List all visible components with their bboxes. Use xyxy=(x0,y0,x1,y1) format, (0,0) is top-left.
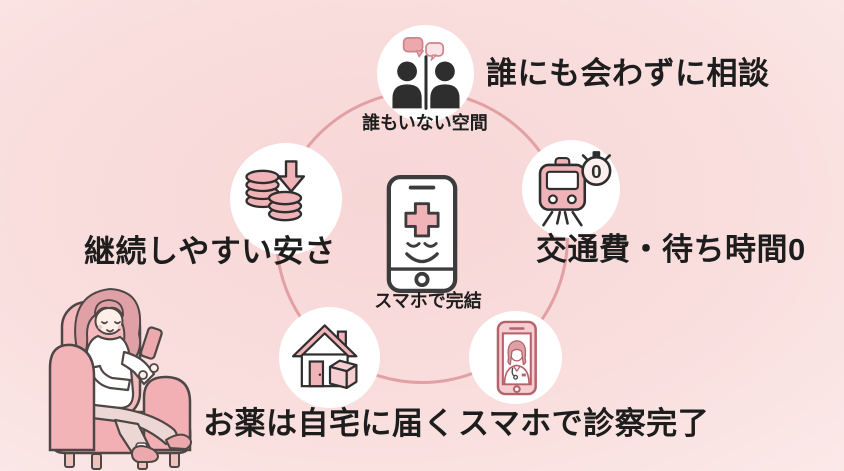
smartphone-in-hand xyxy=(139,326,163,360)
node-private-space xyxy=(377,25,474,122)
speech-bubble-right xyxy=(424,41,444,61)
caption-smartphone-complete: スマホで完結 xyxy=(374,291,482,311)
blush-right xyxy=(118,325,122,329)
stopwatch: 0 xyxy=(581,151,612,186)
node-no-transport-cost: 0 xyxy=(522,140,620,238)
coins-arrow-down-icon xyxy=(245,160,306,222)
woman-fringe xyxy=(94,299,124,317)
train-stopwatch-icon: 0 xyxy=(538,151,612,227)
smiley-face xyxy=(405,242,439,264)
roof xyxy=(291,323,357,357)
node-phone-exam xyxy=(469,311,562,404)
door xyxy=(308,359,324,387)
label-affordable-continuity: 継続しやすい安さ xyxy=(84,234,336,269)
woman-relaxing-armchair-phone-illustration xyxy=(48,288,192,470)
woman-face-features xyxy=(101,321,121,333)
stopwatch-zero: 0 xyxy=(591,162,602,183)
node-medicine-delivery xyxy=(279,307,380,408)
label-exam-via-smartphone: スマホで診察完了 xyxy=(458,406,710,441)
woman-face xyxy=(94,307,124,335)
slipper-down xyxy=(131,445,159,463)
train-rails xyxy=(542,210,583,227)
house-package-icon xyxy=(291,323,357,389)
train-front xyxy=(538,156,587,227)
medical-cross xyxy=(404,202,440,238)
node-low-cost xyxy=(230,143,342,255)
blush-left xyxy=(98,325,102,329)
people-talking-icon xyxy=(391,36,460,110)
phone-home-button xyxy=(414,271,430,288)
label-consult-without-meeting: 誰にも会わずに相談 xyxy=(486,56,770,91)
chair-left-arm xyxy=(48,343,96,452)
smartphone-smile-icon xyxy=(386,175,458,293)
person-silhouette-left xyxy=(391,61,422,108)
slipper-right xyxy=(165,433,192,450)
speech-bubble-left xyxy=(402,36,424,57)
center-node xyxy=(386,172,458,296)
hand-right xyxy=(149,363,159,373)
coin-stack-right xyxy=(267,190,303,222)
phone-doctor-icon xyxy=(496,320,537,395)
hand-left xyxy=(138,370,148,380)
person-silhouette-right xyxy=(429,61,460,108)
package-box xyxy=(328,359,357,389)
label-zero-transport-wait: 交通費・待ち時間0 xyxy=(536,232,806,267)
label-medicine-home-delivery: お薬は自宅に届く xyxy=(203,406,455,441)
arrow-down xyxy=(277,160,306,193)
phone-home-button xyxy=(512,384,521,393)
caption-private-space: 誰もいない空間 xyxy=(362,113,488,133)
doctor-avatar xyxy=(503,339,530,385)
